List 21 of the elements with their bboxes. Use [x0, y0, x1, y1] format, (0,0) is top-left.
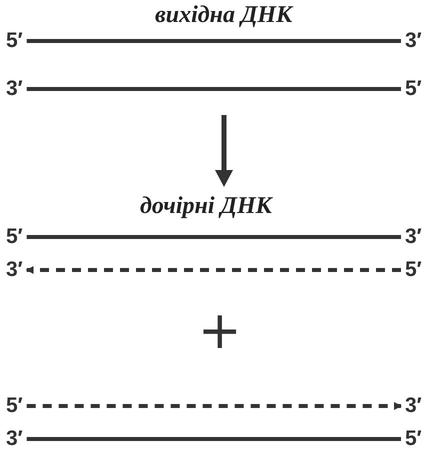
dna-strand-line	[26, 87, 401, 91]
dna-strand-line	[26, 437, 401, 441]
plus-sign: +	[198, 305, 242, 357]
strand-end-label: 5′	[405, 259, 422, 281]
strand-end-label: 3′	[6, 428, 23, 450]
strand-end-label: 3′	[405, 30, 422, 52]
new-strand-arrow	[26, 266, 401, 274]
strand-end-label: 3′	[6, 259, 23, 281]
strand-end-label: 5′	[405, 78, 422, 100]
dna-strand-line	[26, 235, 401, 239]
strand-end-label: 3′	[405, 226, 422, 248]
strand-end-label: 5′	[405, 428, 422, 450]
strand-end-label: 5′	[6, 226, 23, 248]
heading: вихідна ДНК	[155, 2, 292, 29]
strand-end-label: 3′	[6, 78, 23, 100]
heading: дочірні ДНК	[140, 193, 272, 220]
new-strand-arrow	[26, 402, 402, 410]
strand-end-label: 3′	[405, 395, 422, 417]
strand-end-label: 5′	[6, 30, 23, 52]
dna-strand-line	[26, 39, 401, 43]
strand-end-label: 5′	[6, 395, 23, 417]
